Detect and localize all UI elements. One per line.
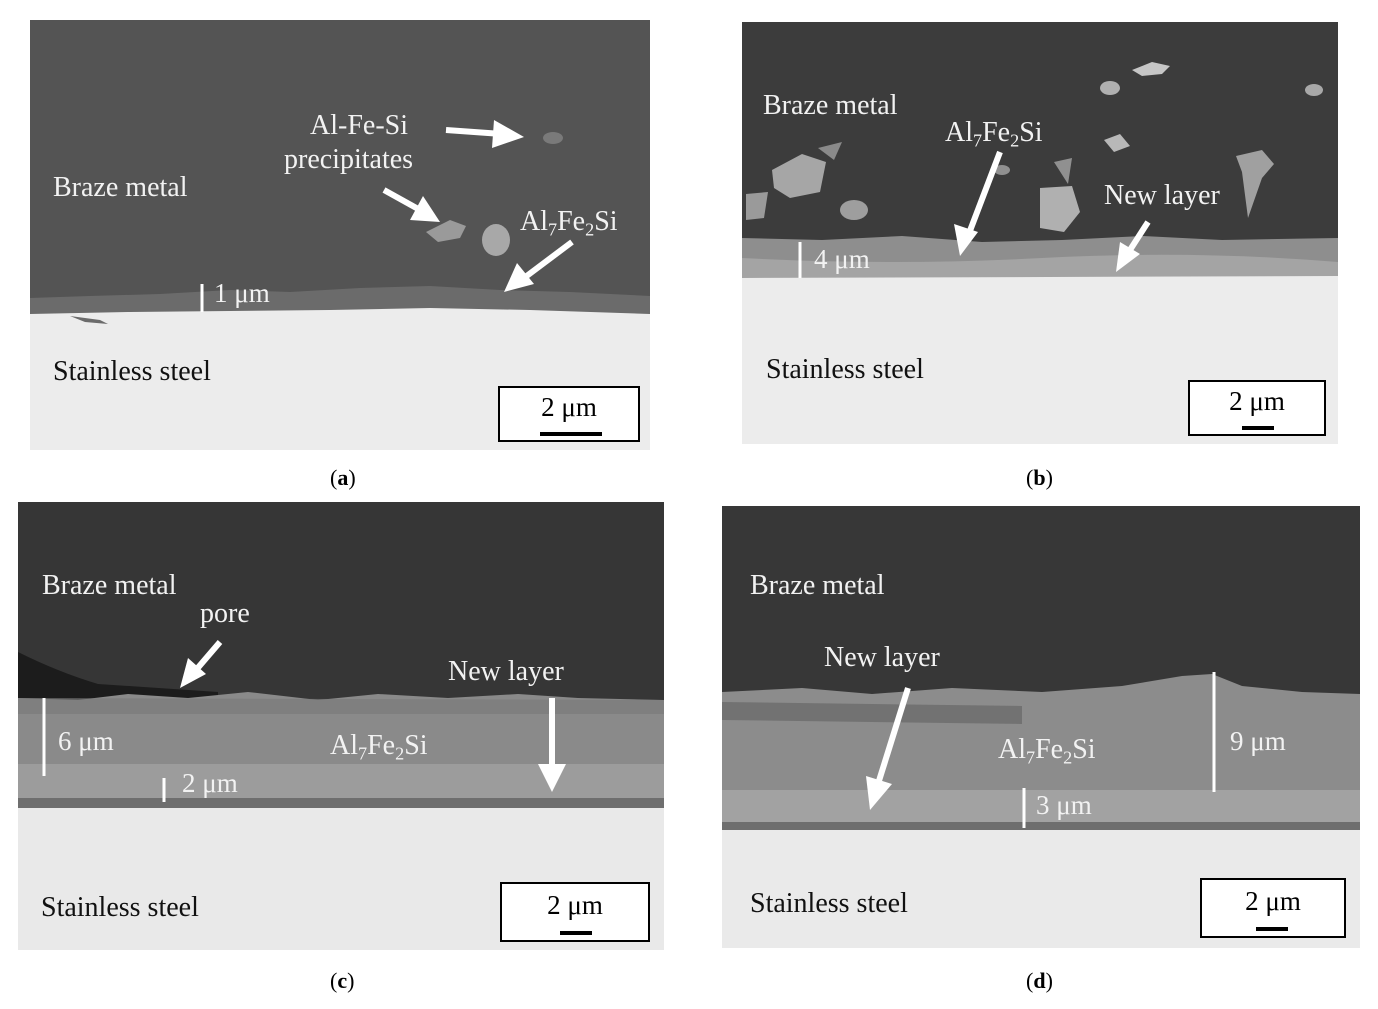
panel-c-scale-line — [560, 931, 592, 935]
panel-d-scale-bar: 2 μm — [1200, 878, 1346, 938]
panel-b-caption: (b) — [1026, 465, 1053, 490]
panel-c-pore-label: pore — [200, 598, 250, 629]
panel-a-steel-label: Stainless steel — [53, 356, 211, 387]
panel-d-micrograph: Braze metal New layer Al7Fe2Si 9 μm 3 μm… — [722, 506, 1360, 948]
panel-d-new-layer-label: New layer — [824, 642, 940, 673]
panel-a-scale-bar: 2 μm — [498, 386, 640, 442]
panel-d-image — [722, 506, 1360, 948]
panel-b-braze-label: Braze metal — [763, 90, 898, 121]
panel-c-micrograph: Braze metal pore New layer Al7Fe2Si 6 μm… — [18, 502, 664, 950]
panel-a-caption: (a) — [330, 465, 356, 490]
panel-a-precip-label-1: Al-Fe-Si — [310, 110, 408, 141]
panel-c-image — [18, 502, 664, 950]
panel-a-braze-label: Braze metal — [53, 172, 188, 203]
panel-a-precip-label-2: precipitates — [284, 144, 414, 175]
panel-c-steel-label: Stainless steel — [41, 892, 199, 923]
panel-a-scale-line — [540, 432, 602, 436]
panel-d-phase-label: Al7Fe2Si — [998, 734, 1096, 768]
panel-a-phase-label: Al7Fe2Si — [520, 206, 618, 240]
panel-c-scale-label: 2 μm — [547, 890, 603, 920]
panel-b-new-layer-label: New layer — [1104, 180, 1220, 211]
panel-a-thickness-label: 1 μm — [214, 278, 270, 308]
panel-c-new-layer-label: New layer — [448, 656, 564, 687]
panel-d-steel-label: Stainless steel — [750, 888, 908, 919]
panel-b-phase-label: Al7Fe2Si — [945, 117, 1043, 151]
panel-d-scale-label: 2 μm — [1245, 886, 1301, 916]
panel-d-braze-label: Braze metal — [750, 570, 885, 601]
panel-c-thickness-new-label: 2 μm — [182, 768, 238, 798]
panel-c-caption: (c) — [330, 968, 355, 993]
panel-d-scale-line — [1256, 927, 1288, 931]
panel-b-scale-label: 2 μm — [1229, 386, 1285, 416]
panel-a-scale-label: 2 μm — [541, 392, 597, 422]
panel-b-thickness-label: 4 μm — [814, 244, 870, 274]
panel-c-phase-label: Al7Fe2Si — [330, 730, 428, 764]
panel-b-scale-line — [1242, 426, 1274, 430]
panel-d-thickness-new-label: 3 μm — [1036, 790, 1092, 820]
panel-c-scale-bar: 2 μm — [500, 882, 650, 942]
panel-a-micrograph: Braze metal Al-Fe-Si precipitates Al7Fe2… — [30, 20, 650, 450]
panel-d-thickness-total-label: 9 μm — [1230, 726, 1286, 756]
panel-c-thickness-total-label: 6 μm — [58, 726, 114, 756]
panel-d-caption: (d) — [1026, 968, 1053, 993]
panel-c-braze-label: Braze metal — [42, 570, 177, 601]
panel-b-micrograph: Braze metal Al7Fe2Si New layer 4 μm Stai… — [742, 22, 1338, 444]
panel-b-scale-bar: 2 μm — [1188, 380, 1326, 436]
panel-b-steel-label: Stainless steel — [766, 354, 924, 385]
panel-a-image — [30, 20, 650, 450]
